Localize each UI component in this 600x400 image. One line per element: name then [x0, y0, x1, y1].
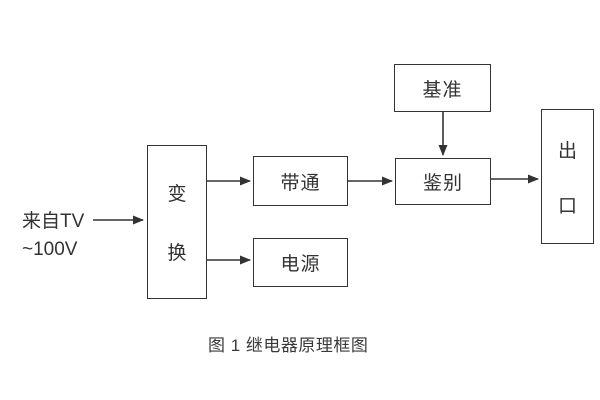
block-reference-label: 基准 — [422, 79, 463, 101]
input-source-label: 来自TV — [22, 211, 85, 232]
block-bandpass: 带通 — [253, 156, 348, 206]
block-power-supply-label: 电源 — [280, 254, 321, 275]
block-output-char-1: 出 — [557, 140, 577, 162]
block-bandpass-label: 带通 — [280, 172, 321, 194]
block-transform-char-1: 变 — [167, 184, 187, 205]
block-transform: 变 换 — [147, 145, 207, 299]
block-transform-char-2: 换 — [167, 243, 187, 264]
block-reference: 基准 — [394, 64, 491, 112]
block-output-char-2: 口 — [557, 195, 577, 217]
figure-caption: 图 1 继电器原理框图 — [208, 336, 369, 355]
block-output: 出 口 — [541, 109, 594, 244]
block-discriminator: 鉴别 — [395, 158, 491, 205]
block-discriminator-label: 鉴别 — [422, 173, 463, 194]
block-power-supply: 电源 — [253, 238, 348, 287]
input-voltage-label: ~100V — [22, 239, 78, 260]
